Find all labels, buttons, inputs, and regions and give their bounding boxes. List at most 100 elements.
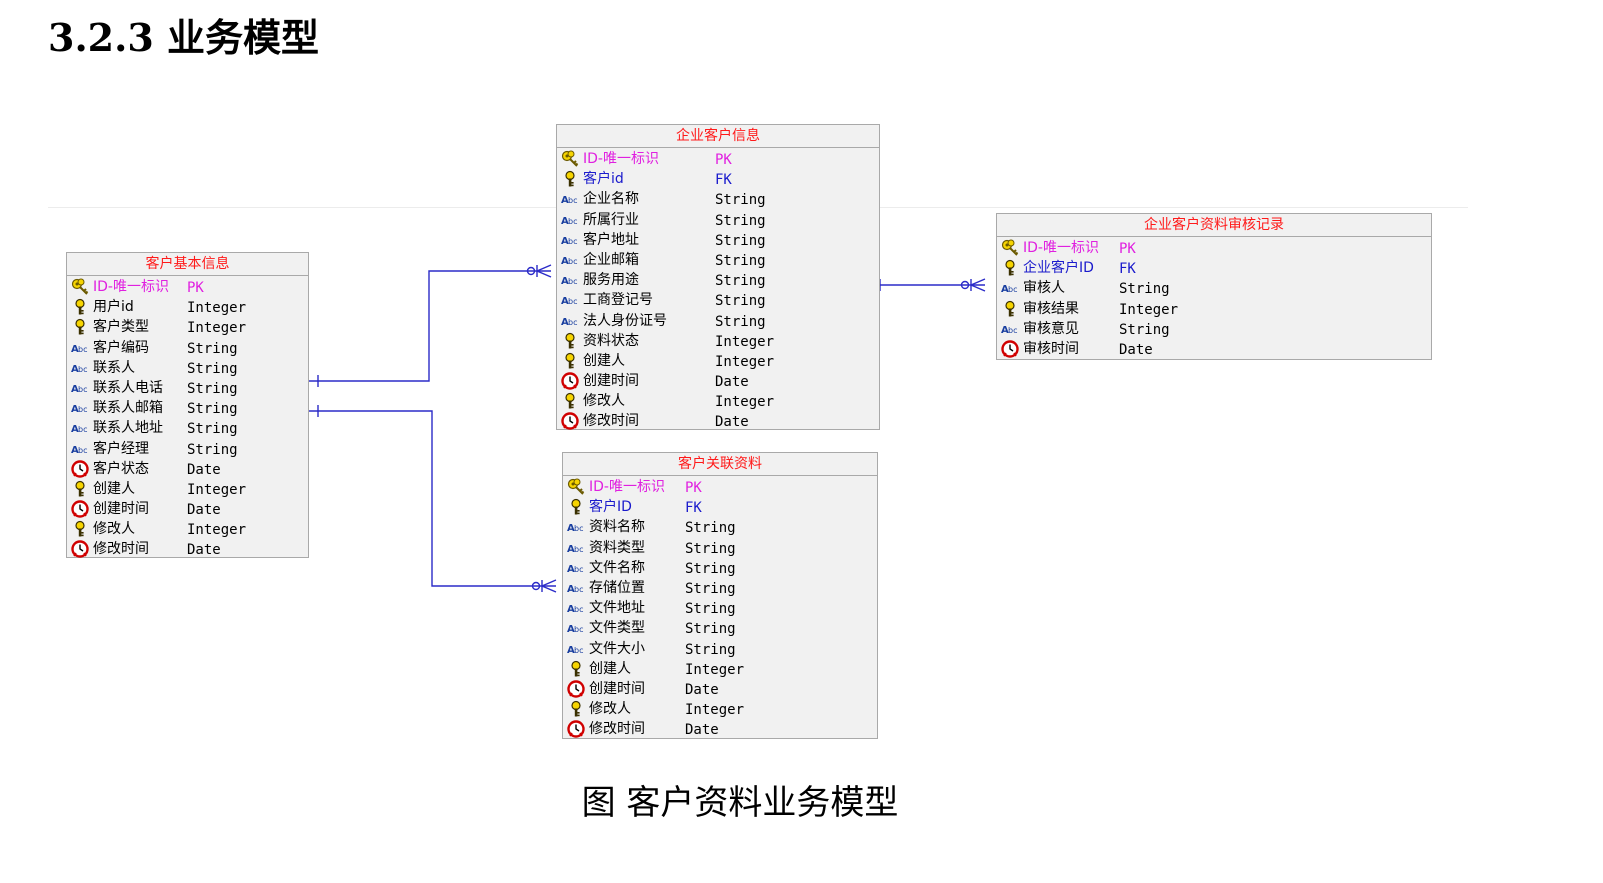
field-name: 存储位置 bbox=[589, 579, 645, 596]
field-name: ID-唯一标识 bbox=[93, 279, 169, 295]
key-icon bbox=[71, 480, 89, 498]
svg-text:A: A bbox=[561, 236, 569, 247]
field-type: String bbox=[187, 380, 238, 397]
key-icon bbox=[1001, 300, 1019, 318]
field-name: 资料名称 bbox=[589, 519, 645, 536]
entity-field-row[interactable]: ID-唯一标识 PK bbox=[67, 277, 308, 297]
svg-text:bc: bc bbox=[568, 237, 577, 246]
field-name: 资料状态 bbox=[583, 332, 639, 349]
field-type: String bbox=[1119, 281, 1170, 298]
key-icon bbox=[567, 660, 585, 678]
entity-field-row[interactable]: 资料状态 Integer bbox=[557, 331, 879, 351]
svg-text:bc: bc bbox=[78, 385, 87, 394]
field-type: Date bbox=[715, 374, 749, 391]
field-type: Date bbox=[187, 461, 221, 478]
field-type: String bbox=[187, 360, 238, 377]
svg-text:bc: bc bbox=[78, 405, 87, 414]
field-name: 修改时间 bbox=[589, 721, 645, 738]
field-type: PK bbox=[187, 280, 204, 296]
field-type: Integer bbox=[715, 333, 775, 350]
field-name: 修改人 bbox=[589, 701, 631, 718]
key-icon bbox=[561, 392, 579, 410]
relationship-customer-material bbox=[308, 405, 557, 593]
svg-text:bc: bc bbox=[574, 625, 583, 634]
svg-text:bc: bc bbox=[1008, 285, 1017, 294]
field-name: 客户状态 bbox=[93, 460, 149, 477]
field-type: Integer bbox=[187, 481, 247, 498]
svg-text:bc: bc bbox=[574, 585, 583, 594]
key-icon bbox=[71, 520, 89, 538]
section-heading: 3.2.3 业务模型 bbox=[48, 8, 319, 68]
field-name: 联系人电话 bbox=[93, 379, 163, 396]
field-type: Date bbox=[715, 414, 749, 431]
field-name: 企业客户ID bbox=[1023, 260, 1094, 277]
many-end-crowfoot bbox=[540, 579, 557, 593]
field-type: Date bbox=[1119, 341, 1153, 358]
field-type: String bbox=[715, 273, 766, 290]
entity-field-row[interactable]: 客户状态 Date bbox=[67, 459, 308, 479]
field-type: PK bbox=[1119, 241, 1136, 257]
field-name: 联系人 bbox=[93, 359, 135, 376]
svg-text:bc: bc bbox=[574, 524, 583, 533]
field-type: Integer bbox=[187, 300, 247, 317]
svg-text:A: A bbox=[561, 216, 569, 227]
optional-circle bbox=[526, 266, 536, 276]
field-name: 客户类型 bbox=[93, 319, 149, 336]
svg-text:A: A bbox=[567, 645, 575, 656]
svg-text:bc: bc bbox=[78, 425, 87, 434]
clock-icon bbox=[567, 680, 585, 698]
